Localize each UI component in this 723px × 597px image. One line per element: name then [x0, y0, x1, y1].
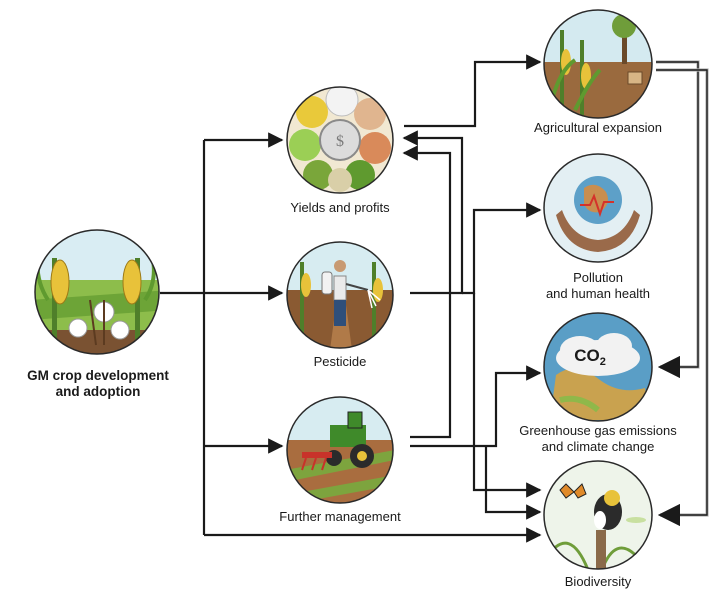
arrow-pesticide-to-yields	[402, 130, 464, 295]
node-pollution	[543, 153, 653, 263]
arrow-management-to-biodiversity	[484, 446, 542, 520]
label-expansion-text: Agricultural expansion	[534, 120, 662, 135]
arrow-yields-to-expansion	[404, 54, 542, 128]
label-pesticide-text: Pesticide	[313, 354, 367, 369]
arrow-expansion-to-ghg	[656, 60, 700, 379]
node-ghg: CO2	[543, 312, 653, 422]
label-pollution-line1: Pollution	[573, 270, 623, 285]
node-biodiversity	[543, 460, 653, 570]
farmer-spraying-icon	[287, 242, 393, 348]
arrow-expansion-to-biodiversity-core	[656, 69, 708, 516]
label-management: Further management	[260, 509, 420, 525]
node-gm-crop	[34, 229, 160, 355]
label-ghg: Greenhouse gas emissions and climate cha…	[508, 423, 688, 455]
node-management	[286, 396, 394, 504]
label-biodiversity: Biodiversity	[518, 574, 678, 590]
node-expansion	[543, 9, 653, 119]
label-gm-crop: GM crop development and adoption	[18, 368, 178, 400]
label-pollution-line2: and human health	[545, 286, 651, 301]
arrows	[160, 54, 709, 543]
label-yields-text: Yields and profits	[290, 200, 390, 215]
arrow-pesticide-to-biodiversity	[472, 293, 542, 498]
label-yields: Yields and profits	[270, 200, 410, 216]
arrow-management-to-ghg	[486, 365, 542, 448]
earth-co2-cloud-icon	[544, 313, 652, 421]
label-gm-line1: GM crop development	[27, 368, 169, 383]
tractor-icon	[287, 397, 393, 503]
label-pollution: Pollution and human health	[518, 270, 678, 302]
coin-and-commodities-icon: $	[287, 87, 393, 193]
deforestation-field-icon	[544, 10, 652, 118]
arrow-management-to-yields	[402, 145, 452, 439]
label-ghg-line2: and climate change	[541, 439, 655, 454]
corn-cotton-field-icon	[35, 230, 159, 354]
label-gm-line2: and adoption	[55, 384, 141, 399]
bird-butterfly-icon	[544, 461, 652, 569]
co2-badge-main: CO	[574, 346, 600, 365]
arrow-expansion-to-ghg-core	[656, 61, 699, 368]
label-pesticide: Pesticide	[270, 354, 410, 370]
co2-badge: CO2	[574, 346, 606, 368]
label-ghg-line1: Greenhouse gas emissions	[519, 423, 677, 438]
svg-text:$: $	[336, 133, 344, 150]
arrow-pesticide-to-pollution	[462, 202, 542, 295]
hands-holding-earth-icon	[544, 154, 652, 262]
node-pesticide	[286, 241, 394, 349]
label-management-text: Further management	[279, 509, 401, 524]
co2-badge-sub: 2	[600, 356, 606, 368]
node-yields: $	[286, 86, 394, 194]
label-expansion: Agricultural expansion	[518, 120, 678, 136]
label-biodiversity-text: Biodiversity	[564, 574, 632, 589]
